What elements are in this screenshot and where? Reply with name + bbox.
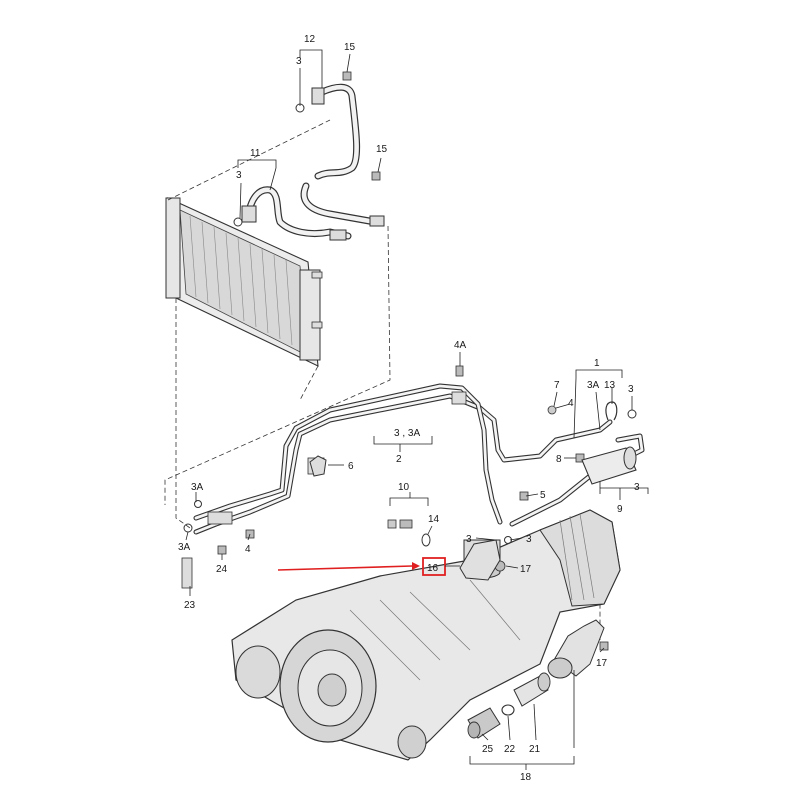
callout-labels: 12 3 15 11 3 15 4A 1 7 3A 13 3 4 8 5 3 9… xyxy=(178,34,640,783)
callout-17: 17 xyxy=(520,564,532,575)
callout-3a: 3A xyxy=(191,482,204,493)
callout-21: 21 xyxy=(529,744,541,755)
callout-12: 12 xyxy=(304,34,316,45)
callout-15: 15 xyxy=(376,144,388,155)
upper-cooler-pipes xyxy=(233,71,385,241)
callout-3: 3 xyxy=(628,384,634,395)
callout-10: 10 xyxy=(398,482,410,493)
highlight-arrow xyxy=(277,557,460,576)
filter-assembly xyxy=(467,619,609,739)
callout-3a: 3A xyxy=(587,380,600,391)
transmission-housing xyxy=(231,509,621,761)
leader-lines xyxy=(185,49,649,770)
callout-2: 2 xyxy=(396,454,402,465)
callout-18: 18 xyxy=(520,772,532,783)
oil-cooler-radiator xyxy=(165,197,323,367)
part-16-flange xyxy=(387,519,512,581)
callout-3: 3 xyxy=(526,534,532,545)
callout-13: 13 xyxy=(604,380,616,391)
callout-4: 4 xyxy=(245,544,251,555)
bracket-6 xyxy=(309,455,327,477)
callout-7: 7 xyxy=(554,380,560,391)
callout-1: 1 xyxy=(594,358,600,369)
callout-22: 22 xyxy=(504,744,516,755)
callout-23: 23 xyxy=(184,600,196,611)
callout-4: 4 xyxy=(568,398,574,409)
callout-3-3a: 3 , 3A xyxy=(394,428,420,439)
callout-3: 3 xyxy=(634,482,640,493)
callout-6: 6 xyxy=(348,461,354,472)
callout-11: 11 xyxy=(250,148,261,159)
callout-14: 14 xyxy=(428,514,440,525)
callout-3: 3 xyxy=(466,534,472,545)
callout-5: 5 xyxy=(540,490,546,501)
callout-15: 15 xyxy=(344,42,356,53)
callout-3: 3 xyxy=(236,170,242,181)
callout-8: 8 xyxy=(556,454,562,465)
callout-17: 17 xyxy=(596,658,608,669)
callout-16: 16 xyxy=(427,563,439,574)
callout-9: 9 xyxy=(617,504,623,515)
callout-3a: 3A xyxy=(178,542,191,553)
callout-24: 24 xyxy=(216,564,228,575)
callout-3: 3 xyxy=(296,56,302,67)
line-filter xyxy=(581,446,637,485)
callout-4a: 4A xyxy=(454,340,467,351)
callout-25: 25 xyxy=(482,744,494,755)
